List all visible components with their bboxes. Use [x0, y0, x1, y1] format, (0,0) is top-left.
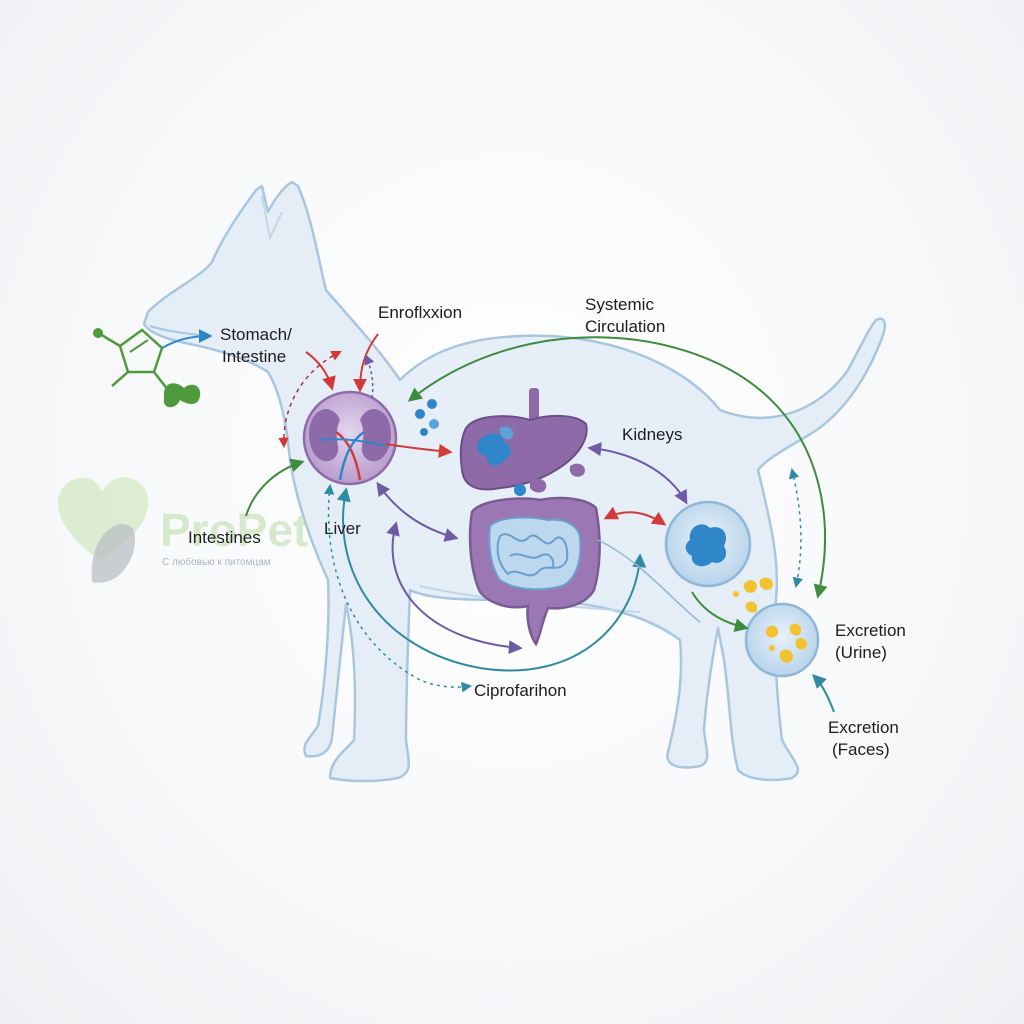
label-excretion-feces-line2: (Faces): [832, 740, 890, 759]
excretion-bladder: [744, 602, 820, 678]
watermark-brand: ProPet: [160, 504, 308, 556]
label-intestines: Intestines: [188, 528, 261, 547]
arrow-kidneycell-to-bladder: [691, 591, 749, 633]
drug-molecule-icon: [93, 328, 201, 408]
label-stomach-line2: Intestine: [222, 347, 286, 366]
intestines-organ: [468, 496, 601, 647]
watermark-tagline: С любовью к питомцам: [162, 556, 271, 568]
label-excretion-feces-line1: Excretion: [828, 718, 899, 737]
arrow-systemic-circulation: [407, 336, 828, 599]
label-systemic-line1: Systemic: [585, 295, 654, 314]
arrow-cipro-to-intestine: [597, 539, 701, 623]
label-systemic-line2: Circulation: [585, 317, 665, 336]
watermark-pet-icon: [91, 524, 136, 583]
label-liver: Liver: [324, 519, 361, 538]
arrow-enro-to-kidney: [353, 333, 379, 393]
kidney-organ: [302, 390, 398, 486]
arrow-intestines-to-kidney: [245, 458, 305, 517]
label-kidneys: Kidneys: [622, 425, 682, 444]
arrow-tail-dashed: [788, 467, 803, 589]
pathway-arrows: [245, 333, 835, 713]
arrow-liver-kidneycell: [587, 442, 688, 505]
label-excretion-urine-line1: Excretion: [835, 621, 906, 640]
label-ciprofloxacin: Ciprofarihon: [474, 681, 567, 700]
label-excretion-urine-line2: (Urine): [835, 643, 887, 662]
label-stomach-line1: Stomach/: [220, 325, 292, 344]
arrow-liver-label-dashed: [323, 483, 473, 693]
arrow-feces-to-bladder: [812, 674, 835, 713]
watermark: ProPet С любовью к питомцам: [57, 477, 308, 583]
labels: Stomach/ Intestine Enroflxxion Systemic …: [188, 295, 906, 759]
kidney-cell: [664, 500, 752, 588]
dog-ear-inner: [261, 195, 283, 242]
label-enrofloxacin: Enroflxxion: [378, 303, 462, 322]
arrow-molecule-to-stomach: [161, 329, 213, 349]
